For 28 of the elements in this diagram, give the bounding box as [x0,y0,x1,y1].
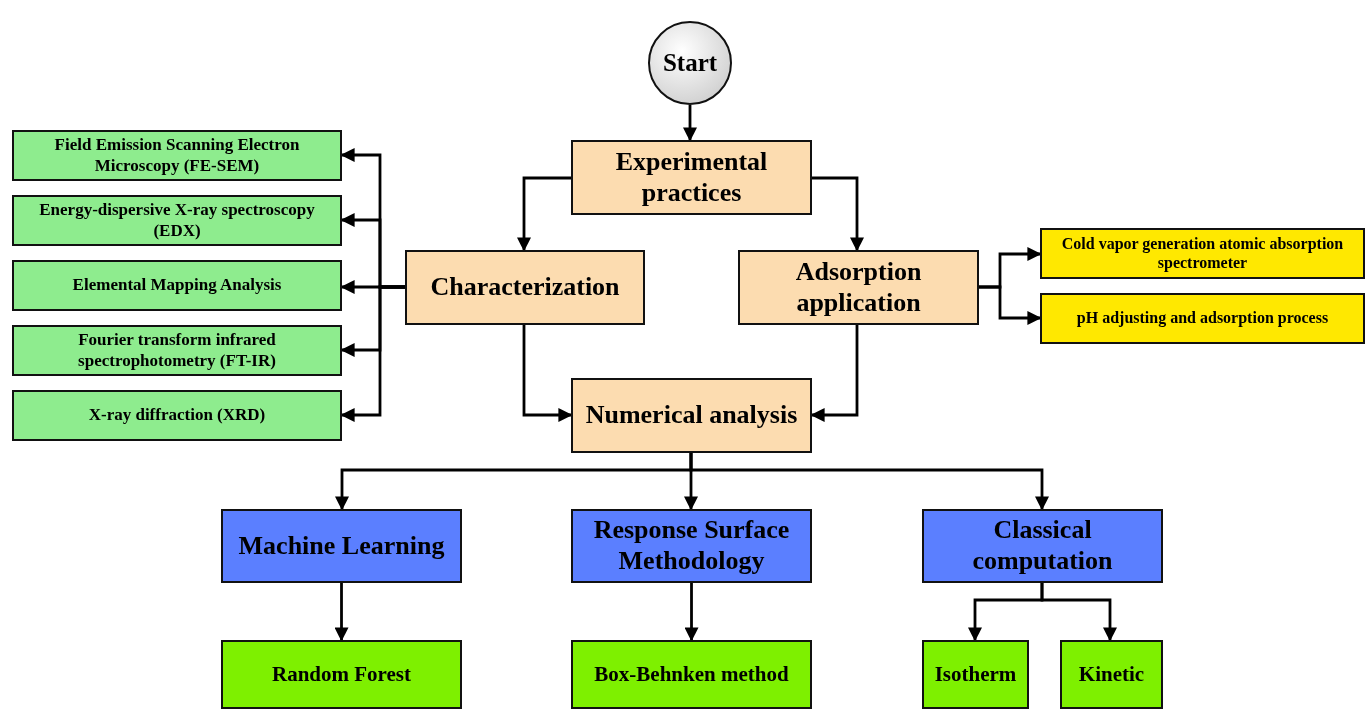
method-box: Box-Behnken method [571,640,812,709]
method-box: Field Emission Scanning Electron Microscopy (FE-SEM) [12,130,342,181]
process-box: Numerical analysis [571,378,812,453]
method-box: Fourier transform infrared spectrophotometry (FT-IR) [12,325,342,376]
method-box: pH adjusting and adsorption process [1040,293,1365,344]
start-circle: Start [648,21,732,105]
method-box: Kinetic [1060,640,1163,709]
method-box: Elemental Mapping Analysis [12,260,342,311]
arrow [683,105,697,142]
arrow [522,325,573,422]
process-box: Characterization [405,250,645,325]
arrow [1040,583,1117,642]
arrow [517,176,571,252]
process-box: Adsorption application [738,250,979,325]
process-box: Classical computation [922,509,1163,583]
process-box: Response Surface Methodology [571,509,812,583]
method-box: Cold vapor generation atomic absorption spectrometer [1040,228,1365,279]
process-box: Machine Learning [221,509,462,583]
arrow [334,583,349,642]
process-box: Experimental practices [571,140,812,215]
method-box: Random Forest [221,640,462,709]
method-box: X-ray diffraction (XRD) [12,390,342,441]
arrow [684,583,699,642]
arrow [689,453,1049,511]
method-box: Energy-dispersive X-ray spectroscopy (EDX) [12,195,342,246]
arrow [979,285,1042,325]
method-box: Isotherm [922,640,1029,709]
arrow [812,176,864,252]
